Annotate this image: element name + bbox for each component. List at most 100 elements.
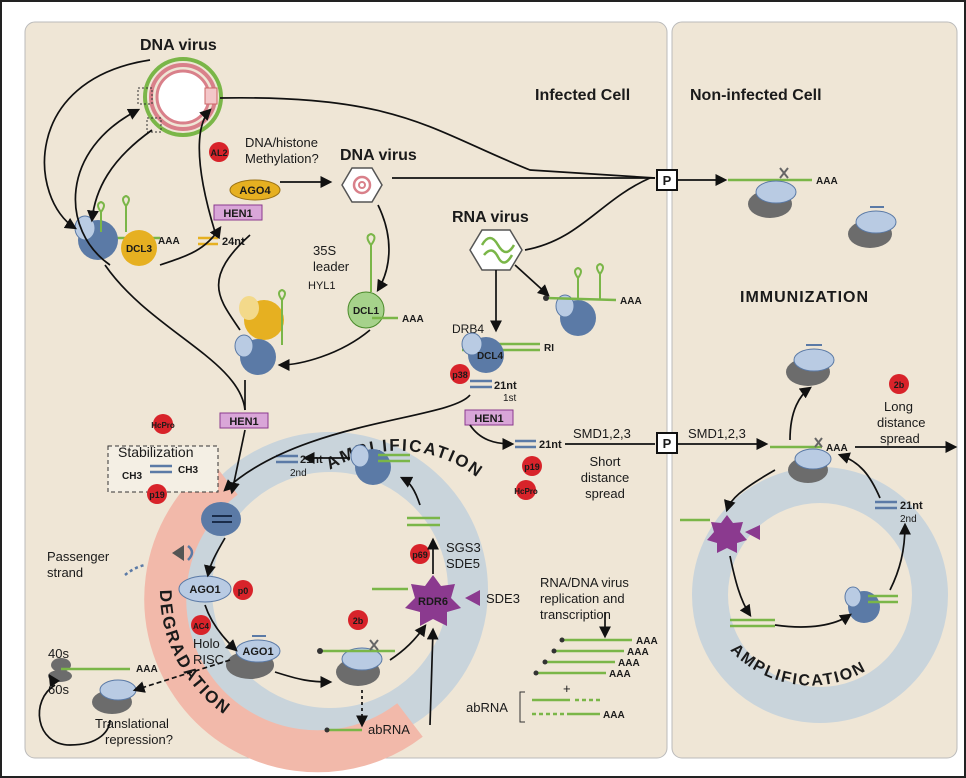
ring-dicer-top [350, 444, 410, 485]
right-ago-idle [848, 206, 897, 248]
svg-text:AAA: AAA [609, 669, 631, 680]
dna-virus-top-label: DNA virus [140, 37, 217, 54]
plasmodesmata-box-b: P [656, 432, 678, 454]
nt21-1st: 21nt 1st [470, 379, 517, 404]
p0-badge: p0 [233, 580, 253, 600]
svg-text:AAA: AAA [603, 710, 625, 721]
svg-text:p19: p19 [524, 462, 540, 472]
hen1-badge-b: HEN1 [219, 412, 269, 429]
svg-text:AAA: AAA [136, 664, 158, 675]
dsrna-lines [407, 516, 440, 527]
svg-text:p0: p0 [238, 586, 249, 596]
nt21-right: 21nt 2nd [875, 500, 923, 525]
svg-text:AAA: AAA [627, 647, 649, 658]
svg-text:p38: p38 [452, 370, 468, 380]
svg-text:21nt: 21nt [900, 500, 923, 512]
scissors-icon [369, 639, 379, 651]
svg-text:RDR6: RDR6 [418, 596, 448, 608]
b2-badge-b: 2b [889, 374, 909, 394]
rna-virus-label: RNA virus [452, 209, 529, 226]
svg-text:DCL1: DCL1 [353, 306, 380, 317]
noninfected-cell-panel [671, 21, 958, 759]
svg-text:DCL4: DCL4 [477, 351, 504, 362]
ago4-badge: AGO4 [229, 179, 281, 201]
right-cleavage-ring: AAA [770, 437, 848, 483]
infected-cell-panel [24, 21, 668, 759]
noninfected-cell-title: Non-infected Cell [690, 87, 822, 104]
sgs3-label: SGS3 [446, 540, 481, 555]
right-dsrna [730, 618, 775, 628]
sde3-triangle-icon [465, 590, 480, 606]
hyl1-label: HYL1 [308, 280, 336, 292]
right-rdr6-star [680, 515, 760, 553]
rdr6-star: RDR6 [372, 575, 480, 626]
sde3-label: SDE3 [486, 591, 520, 606]
right-ago-top [786, 344, 835, 386]
svg-text:Stabilization: Stabilization [118, 444, 194, 460]
svg-text:2nd: 2nd [900, 514, 917, 525]
svg-text:AAA: AAA [636, 636, 658, 647]
ago1-b-holo-risc: AGO1 [226, 635, 281, 679]
pathway-arrows [38, 59, 958, 746]
svg-text:1st: 1st [503, 393, 517, 404]
hcpro-badge-b: HcPro [514, 480, 538, 500]
p38-badge: p38 [450, 364, 470, 384]
svg-text:CH3: CH3 [122, 471, 142, 482]
right-cleavage-complex: AAA [728, 167, 838, 218]
amplification-ring-right [692, 467, 948, 723]
dcl4-complex: DCL4 RI [461, 332, 554, 373]
ring-ago-left [201, 502, 241, 536]
svg-text:HEN1: HEN1 [229, 416, 258, 428]
svg-text:p19: p19 [149, 490, 165, 500]
smd-label-a: SMD1,2,3 [573, 426, 631, 441]
svg-text:P: P [663, 436, 672, 451]
p19-badge-b: p19 [522, 456, 542, 476]
rna-virus-hexagon [469, 229, 523, 271]
hen1-badge-a: HEN1 [213, 204, 263, 221]
immunization-title: IMMUNIZATION [740, 289, 869, 306]
svg-text:AC4: AC4 [193, 622, 210, 631]
svg-text:AGO4: AGO4 [239, 185, 271, 197]
svg-text:CH3: CH3 [178, 465, 198, 476]
abrna-label-b: abRNA [466, 700, 508, 715]
p69-badge: p69 [410, 544, 430, 564]
passenger-arrowhead-icon [172, 545, 184, 561]
drb4-label: DRB4 [452, 322, 484, 336]
smd-label-b: SMD1,2,3 [688, 426, 746, 441]
transcripts: AAA AAA AAA AAA + AAA [519, 636, 658, 723]
svg-text:HEN1: HEN1 [223, 208, 252, 220]
svg-text:AAA: AAA [816, 176, 838, 187]
svg-text:AAA: AAA [620, 296, 642, 307]
svg-text:AAA: AAA [618, 658, 640, 669]
svg-text:RI: RI [544, 343, 554, 354]
svg-text:HEN1: HEN1 [474, 413, 503, 425]
ago4-dcl-complex [234, 288, 286, 375]
svg-text:AAA: AAA [826, 443, 848, 454]
svg-text:HcPro: HcPro [514, 487, 538, 496]
svg-text:AL2: AL2 [210, 148, 227, 158]
svg-text:AGO1: AGO1 [189, 584, 220, 596]
svg-text:P: P [663, 173, 672, 188]
svg-text:DCL3: DCL3 [126, 244, 153, 255]
slicer-complex [317, 639, 395, 686]
svg-text:2b: 2b [353, 616, 364, 626]
s40-label: 40s [48, 646, 69, 661]
svg-text:2nd: 2nd [290, 468, 307, 479]
infected-cell-title: Infected Cell [535, 87, 630, 104]
ago1-a: AGO1 [178, 575, 232, 603]
svg-text:21nt: 21nt [494, 380, 517, 392]
plasmodesmata-box-a: P [656, 169, 678, 191]
dna-virus-hexagon [341, 167, 383, 203]
dna-virus-circular-genome [137, 57, 223, 137]
abrna-a: abRNA [324, 722, 410, 737]
p19-badge-a: p19 [147, 484, 167, 504]
nt21-mid: 21nt [515, 439, 562, 451]
